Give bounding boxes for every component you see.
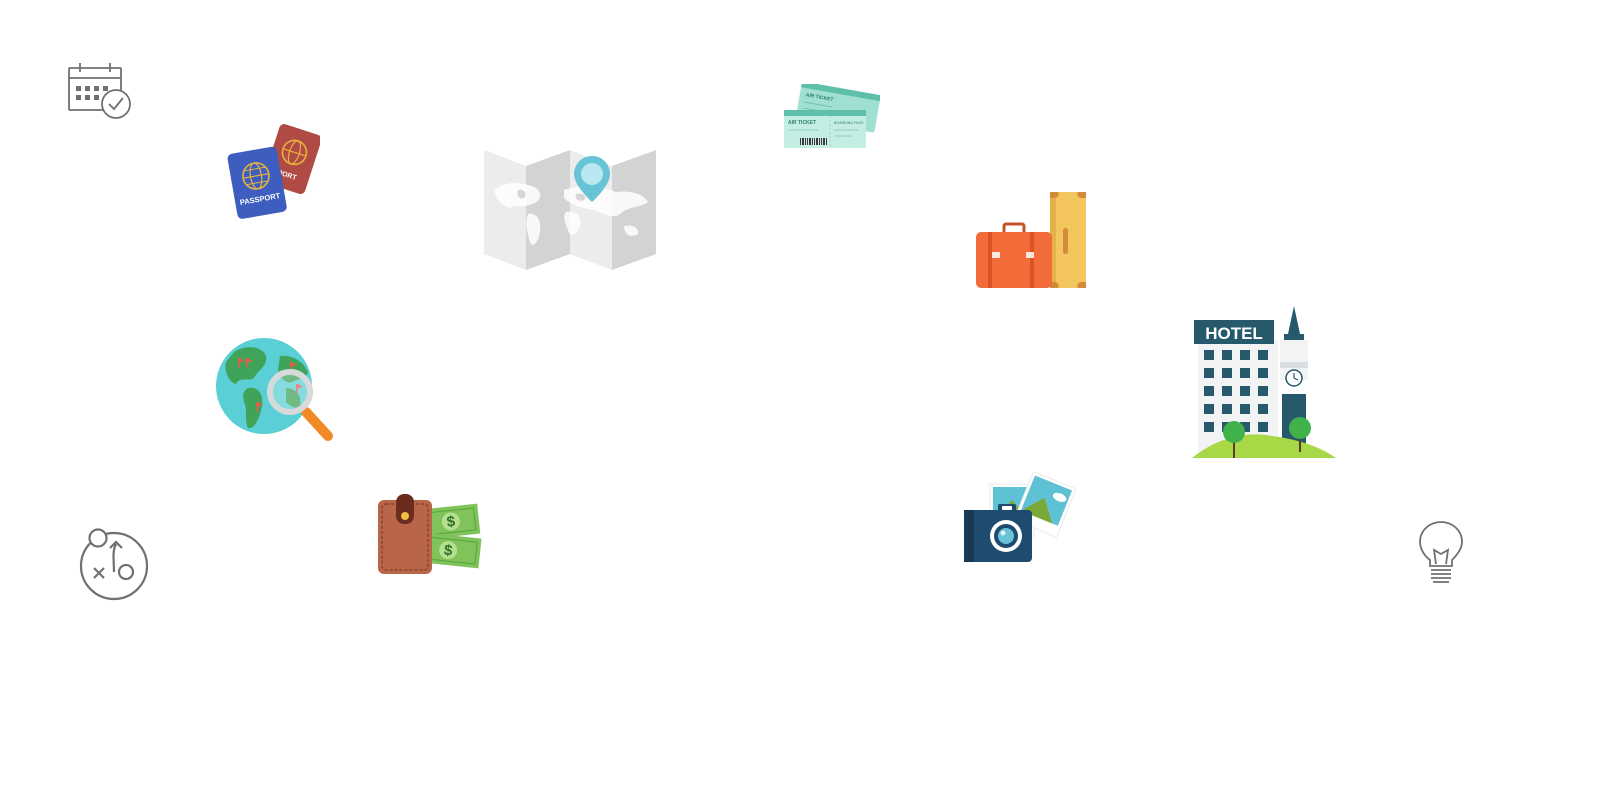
money-symbol-bottom: $ bbox=[443, 542, 454, 560]
money-symbol-top: $ bbox=[446, 513, 457, 531]
ticket-back-label: AIR TICKET bbox=[805, 92, 834, 103]
air-ticket-icon: AIR TICKET AIR TICKET BOARDING PASS bbox=[782, 84, 880, 150]
luggage-icon bbox=[974, 190, 1088, 292]
ticket-front-right-label: BOARDING PASS bbox=[834, 121, 864, 125]
world-map-pin-icon bbox=[484, 150, 658, 272]
passport-icon: PORT PASSPORT bbox=[226, 124, 320, 220]
calendar-check-icon bbox=[66, 62, 134, 120]
ticket-front-label: AIR TICKET bbox=[788, 120, 816, 126]
hotel-icon: HOTEL bbox=[1192, 302, 1338, 460]
strategy-icon bbox=[78, 526, 150, 602]
lightbulb-icon bbox=[1418, 520, 1464, 588]
hotel-sign-text: HOTEL bbox=[1205, 324, 1263, 343]
globe-search-icon bbox=[214, 336, 336, 444]
wallet-money-icon: $ $ bbox=[376, 492, 486, 576]
camera-photo-icon bbox=[962, 472, 1076, 566]
